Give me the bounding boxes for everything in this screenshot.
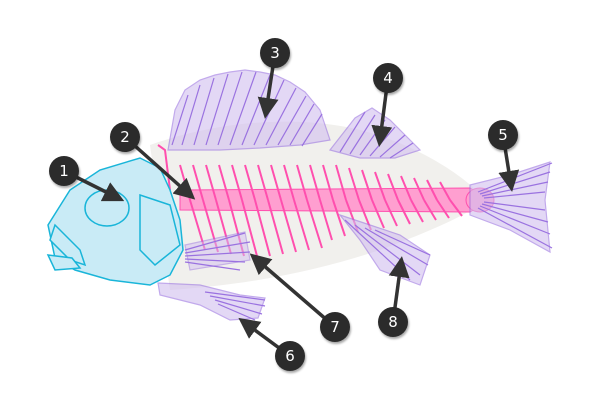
skull: [46, 157, 184, 286]
caudal-fin: [469, 161, 553, 254]
callout-5: 5: [488, 120, 518, 150]
callout-3: 3: [260, 38, 290, 68]
callout-7: 7: [320, 312, 350, 342]
soft-dorsal-fin: [328, 107, 422, 159]
callout-8: 8: [378, 307, 408, 337]
callout-4: 4: [373, 63, 403, 93]
callout-1: 1: [49, 156, 79, 186]
callout-6: 6: [275, 341, 305, 371]
callout-2: 2: [110, 122, 140, 152]
pelvic-fin: [157, 282, 266, 321]
spiny-dorsal-fin: [167, 69, 331, 151]
pectoral-fin: [184, 231, 251, 271]
